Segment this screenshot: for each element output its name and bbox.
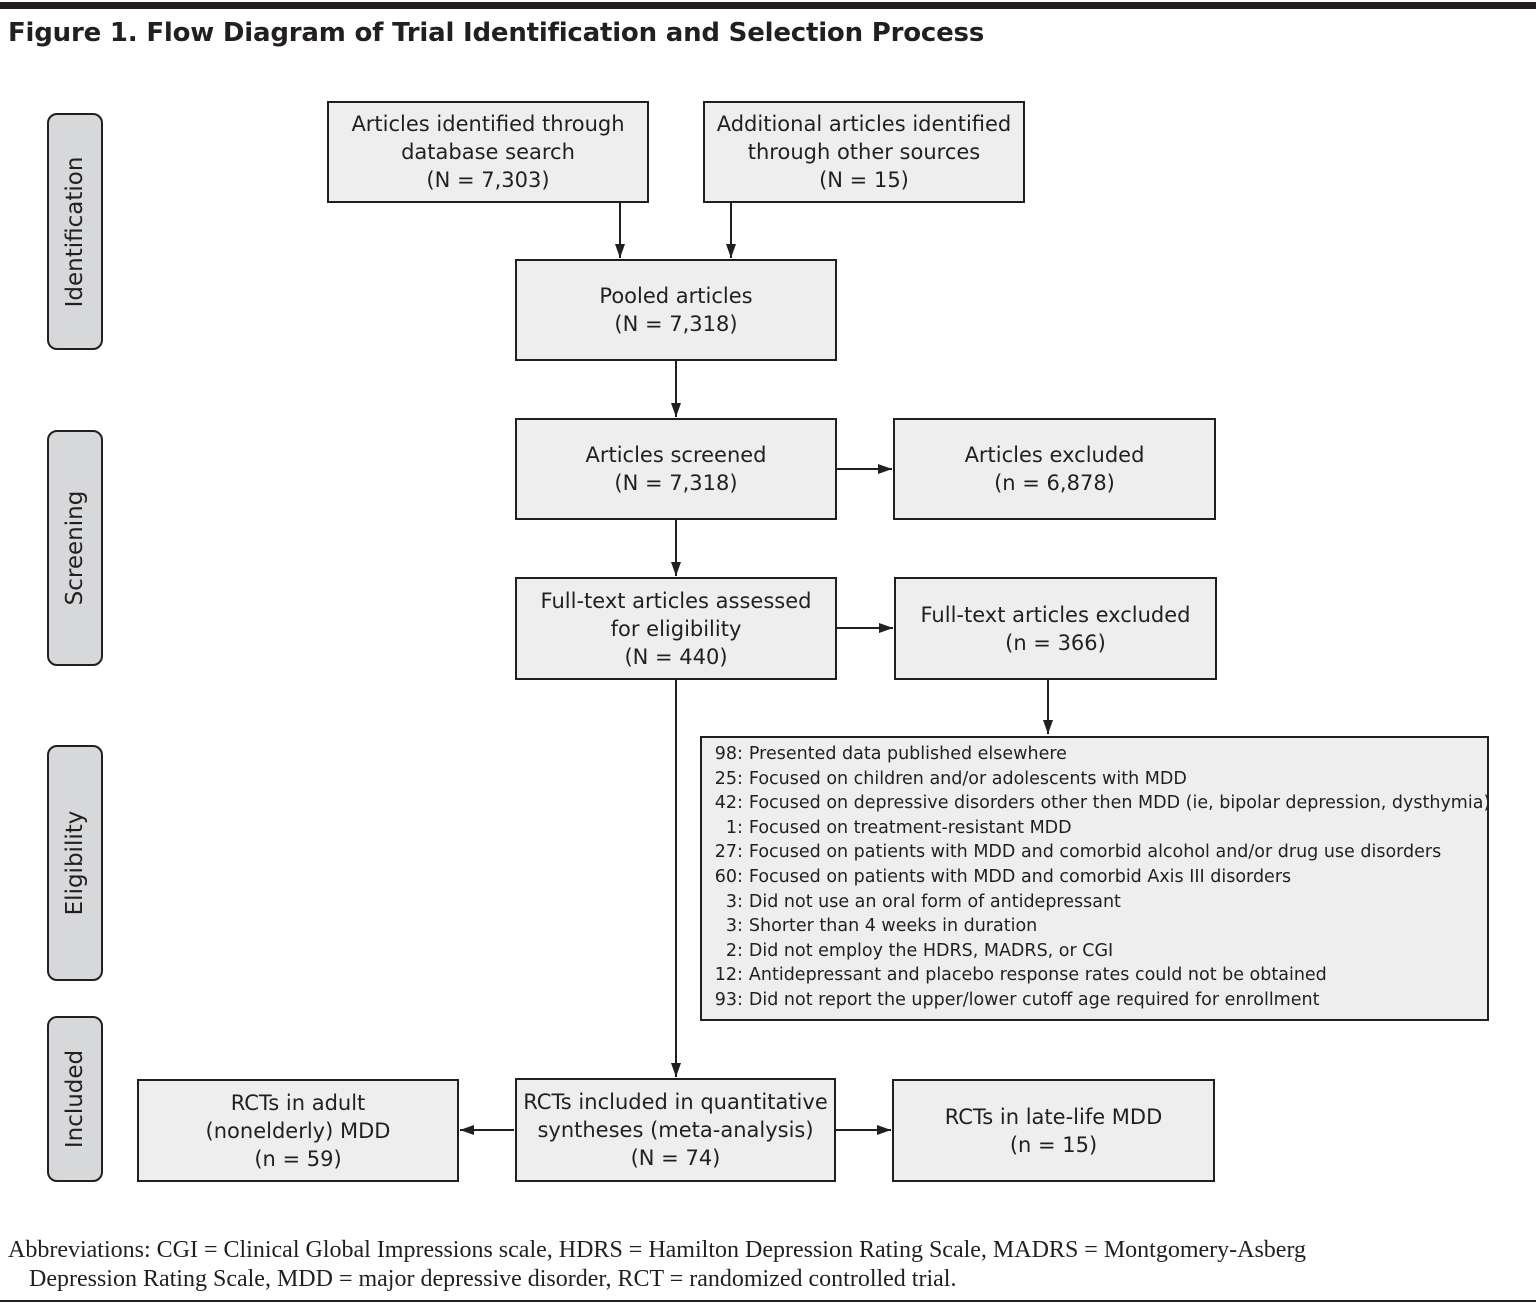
box-line: for eligibility (610, 616, 742, 641)
reason-count: 98 (714, 744, 737, 764)
reason-text: Shorter than 4 weeks in duration (748, 916, 1038, 937)
box-line: (N = 15) (819, 168, 909, 192)
stage-identification: Identification (47, 113, 103, 350)
figure-title: Figure 1. Flow Diagram of Trial Identifi… (8, 18, 985, 48)
box-line: RCTs in late-life MDD (944, 1104, 1163, 1129)
box-line: (N = 7,318) (614, 471, 738, 495)
box-line: Articles excluded (964, 443, 1145, 467)
reason-text: Focused on patients with MDD and comorbi… (748, 866, 1292, 887)
box-line: syntheses (meta-analysis) (537, 1118, 814, 1142)
exclusion-reason: 27:Focused on patients with MDD and como… (708, 840, 1487, 865)
exclusion-reason: 60:Focused on patients with MDD and como… (708, 865, 1487, 890)
box-line: Pooled articles (599, 284, 753, 308)
exclusion-reason: 93:Did not report the upper/lower cutoff… (708, 988, 1487, 1013)
box-excluded: Articles excluded (n = 6,878) (893, 418, 1216, 520)
box-line: Articles identified through (351, 112, 625, 136)
footnote-line-1: Abbreviations: CGI = Clinical Global Imp… (8, 1237, 1307, 1263)
reason-count: 1 (725, 817, 737, 838)
reason-text: Did not use an oral form of antidepressa… (748, 891, 1121, 912)
box-line: (N = 7,303) (426, 168, 550, 192)
box-line: through other sources (747, 140, 981, 164)
reason-count: 42 (714, 793, 737, 814)
box-line: (n = 6,878) (994, 471, 1115, 495)
box-line: Articles screened (585, 443, 767, 467)
box-line: Full-text articles assessed (540, 588, 812, 613)
reason-text: Focused on treatment-resistant MDD (748, 817, 1072, 838)
box-line: (N = 7,318) (614, 312, 738, 336)
exclusion-reason: 12:Antidepressant and placebo response r… (708, 963, 1487, 988)
box-line: (n = 15) (1009, 1132, 1098, 1157)
reason-count: 60 (714, 866, 737, 887)
exclusion-reason: 3:Shorter than 4 weeks in duration (708, 914, 1487, 939)
box-line: (N = 74) (630, 1146, 721, 1170)
exclusion-reason: 3:Did not use an oral form of antidepres… (708, 890, 1487, 915)
reason-count: 3 (725, 916, 737, 937)
reason-count: 27 (714, 842, 737, 863)
reason-text: Focused on depressive disorders other th… (748, 793, 1491, 814)
box-line: database search (401, 140, 575, 164)
box-late-life-mdd: RCTs in late-life MDD (n = 15) (892, 1079, 1215, 1182)
top-rule (0, 2, 1536, 9)
reason-text: Did not report the upper/lower cutoff ag… (748, 989, 1320, 1010)
stage-eligibility: Eligibility (47, 745, 103, 981)
box-line: (nonelderly) MDD (205, 1118, 391, 1143)
box-fulltext-assessed: Full-text articles assessed for eligibil… (515, 577, 837, 680)
box-pooled: Pooled articles (N = 7,318) (515, 259, 837, 361)
exclusion-reasons-box: 98:Presented data published elsewhere 25… (700, 736, 1491, 1021)
exclusion-reason: 1:Focused on treatment-resistant MDD (708, 816, 1487, 841)
exclusion-reason: 2:Did not employ the HDRS, MADRS, or CGI (708, 939, 1487, 964)
reason-count: 25 (714, 768, 737, 789)
box-screened: Articles screened (N = 7,318) (515, 418, 837, 520)
box-adult-mdd: RCTs in adult (nonelderly) MDD (n = 59) (137, 1079, 459, 1182)
reason-count: 93 (714, 989, 737, 1010)
box-line: (n = 366) (1005, 630, 1106, 655)
box-line: RCTs in adult (230, 1090, 366, 1115)
bottom-rule (0, 1300, 1536, 1302)
exclusion-reason: 25:Focused on children and/or adolescent… (708, 767, 1487, 792)
exclusion-reason: 98:Presented data published elsewhere (708, 742, 1487, 767)
box-line: Additional articles identified (716, 112, 1012, 136)
box-other-sources: Additional articles identified through o… (703, 101, 1025, 203)
reason-text: Focused on patients with MDD and comorbi… (748, 842, 1442, 863)
box-database-search: Articles identified through database sea… (327, 101, 649, 203)
reason-text: Focused on children and/or adolescents w… (748, 768, 1187, 789)
box-line: RCTs included in quantitative (523, 1090, 828, 1114)
exclusion-reason: 42:Focused on depressive disorders other… (708, 791, 1491, 816)
reason-count: 12 (714, 965, 737, 986)
stage-screening: Screening (47, 430, 103, 666)
reason-text: Presented data published elsewhere (748, 744, 1067, 764)
reason-text: Antidepressant and placebo response rate… (748, 965, 1327, 986)
footnote-line-2: Depression Rating Scale, MDD = major dep… (29, 1266, 957, 1292)
reason-text: Did not employ the HDRS, MADRS, or CGI (748, 940, 1114, 961)
stage-included: Included (47, 1016, 103, 1182)
box-line: Full-text articles excluded (920, 602, 1191, 627)
reason-count: 3 (725, 891, 737, 912)
box-line: (n = 59) (254, 1146, 342, 1171)
reason-count: 2 (725, 940, 737, 961)
box-meta-analysis: RCTs included in quantitative syntheses … (515, 1078, 836, 1182)
box-line: (N = 440) (624, 644, 728, 669)
box-fulltext-excluded: Full-text articles excluded (n = 366) (894, 577, 1217, 680)
abbreviations-footnote: Abbreviations: CGI = Clinical Global Imp… (8, 1236, 1523, 1294)
